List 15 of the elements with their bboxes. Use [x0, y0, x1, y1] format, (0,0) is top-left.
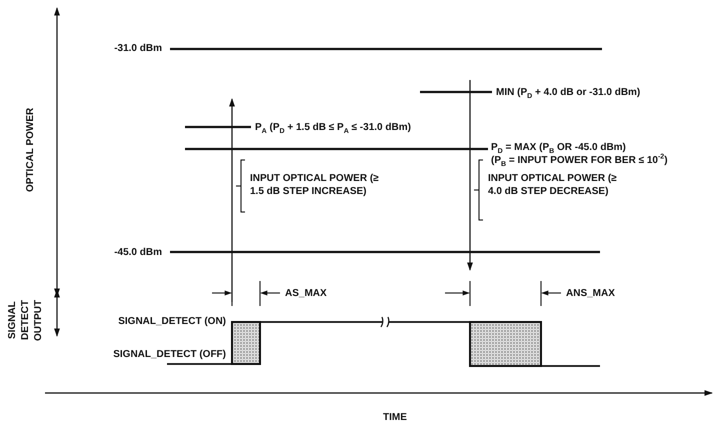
annotation: INPUT OPTICAL POWER (≥ 1.5 dB STEP INCREASE) — [250, 172, 380, 198]
level-label: -31.0 dBm — [114, 42, 162, 55]
level-label: (P$_{B}$ = INPUT POWER FOR BER ≤ 10$^{-2}$) — [491, 154, 668, 167]
annotation: INPUT OPTICAL POWER (≥ 4.0 dB STEP DECREASE) — [488, 172, 618, 198]
axis-label: SIGNAL DETECT OUTPUT — [6, 298, 45, 343]
level-label: P$_{D}$ = MAX (P$_{B}$ OR -45.0 dBm) — [491, 141, 626, 154]
state-label: SIGNAL_DETECT (OFF) — [113, 348, 226, 361]
dimension-label: AS_MAX — [285, 287, 327, 300]
axis-label: TIME — [383, 411, 407, 424]
level-label: P$_{A}$ (P$_{D}$ + 1.5 dB ≤ P$_{A}$ ≤ -31.0 dBm) — [255, 121, 411, 134]
axis-label: OPTICAL POWER — [24, 106, 37, 194]
state-label: SIGNAL_DETECT (ON) — [118, 315, 226, 328]
level-label: -45.0 dBm — [114, 246, 162, 259]
level-label: MIN (P$_{D}$ + 4.0 dB or -31.0 dBm) — [496, 86, 640, 99]
dimension-label: ANS_MAX — [566, 287, 615, 300]
